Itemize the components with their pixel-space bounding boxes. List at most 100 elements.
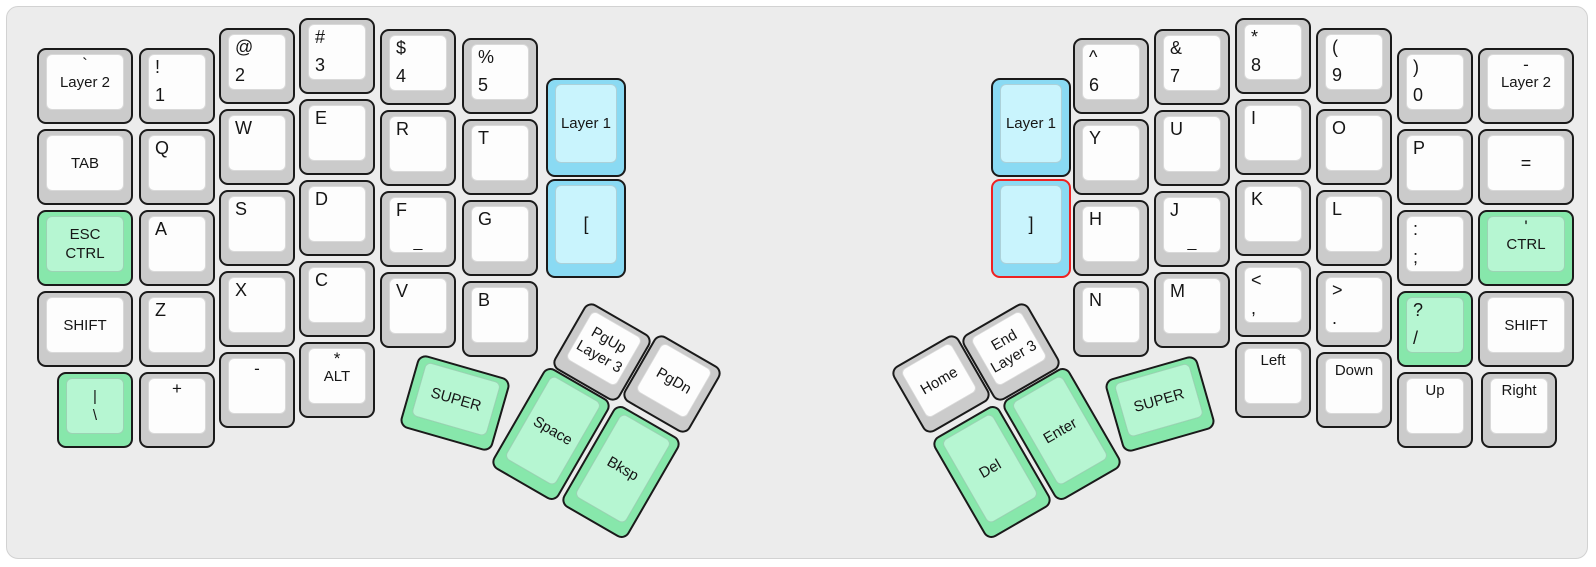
keycap: W [228, 115, 286, 171]
key-layer1-right[interactable]: Layer 1 [991, 78, 1071, 177]
key-e[interactable]: E [299, 99, 375, 175]
keycap: L [1325, 196, 1383, 252]
key-t[interactable]: T [462, 119, 538, 195]
keycap: Layer 1 [555, 84, 617, 163]
keycap: Down [1325, 358, 1383, 414]
key-z[interactable]: Z [139, 291, 215, 367]
keycap: G [471, 206, 529, 262]
legend-tcs: * [333, 349, 341, 368]
legend-tl: Z [155, 300, 166, 320]
key-arrow-down[interactable]: Down [1316, 352, 1392, 428]
legend-tl: E [315, 108, 328, 128]
key-lparen-9[interactable]: (9 [1316, 28, 1392, 104]
key-quote-ctrl[interactable]: 'CTRL [1478, 210, 1574, 286]
key-dollar-4[interactable]: $4 [380, 29, 456, 105]
legend-tl: Q [155, 138, 170, 158]
key-n[interactable]: N [1073, 281, 1149, 357]
key-pipe-backslash[interactable]: |\ [57, 372, 133, 448]
keycap: #3 [308, 24, 366, 80]
key-w[interactable]: W [219, 109, 295, 185]
key-shift-right[interactable]: SHIFT [1478, 291, 1574, 367]
legend-tcs: ' [1524, 217, 1528, 236]
legend-tc: Down [1334, 362, 1374, 379]
key-hash-3[interactable]: #3 [299, 18, 375, 94]
key-minus[interactable]: - [219, 352, 295, 428]
key-lt-comma[interactable]: <, [1235, 261, 1311, 337]
key-b[interactable]: B [462, 281, 538, 357]
keycap: Right [1490, 378, 1548, 434]
keycap: SHIFT [46, 297, 124, 353]
key-s[interactable]: S [219, 190, 295, 266]
legend-tl: > [1332, 280, 1343, 300]
legend-tl: ! [155, 57, 161, 77]
key-grave-layer2[interactable]: `Layer 2 [37, 48, 133, 124]
legend-bl: ; [1413, 247, 1419, 267]
legend-line: TAB [70, 154, 100, 172]
legend-tl: Y [1089, 128, 1102, 148]
key-percent-5[interactable]: %5 [462, 38, 538, 114]
keycap: Up [1406, 378, 1464, 434]
key-plus[interactable]: + [139, 372, 215, 448]
keycap: F_ [389, 197, 447, 253]
legend-line: Layer 1 [1005, 115, 1057, 132]
key-star-alt[interactable]: *ALT [299, 342, 375, 418]
legend-line: \ [92, 407, 98, 424]
key-arrow-right[interactable]: Right [1481, 372, 1557, 448]
keycap: C [308, 267, 366, 323]
key-p[interactable]: P [1397, 129, 1473, 205]
key-rparen-0[interactable]: )0 [1397, 48, 1473, 124]
key-i[interactable]: I [1235, 99, 1311, 175]
key-r[interactable]: R [380, 110, 456, 186]
key-a[interactable]: A [139, 210, 215, 286]
key-o[interactable]: O [1316, 109, 1392, 185]
key-m[interactable]: M [1154, 272, 1230, 348]
legend-bl: . [1332, 308, 1338, 328]
key-c[interactable]: C [299, 261, 375, 337]
legend-bl: 3 [315, 55, 326, 75]
keycap: B [471, 287, 529, 343]
keycap: !1 [148, 54, 206, 110]
key-q[interactable]: Q [139, 129, 215, 205]
legend-tl: ^ [1089, 47, 1098, 67]
key-caret-6[interactable]: ^6 [1073, 38, 1149, 114]
keycap: SHIFT [1487, 297, 1565, 353]
legend-tl: O [1332, 118, 1347, 138]
key-exclam-1[interactable]: !1 [139, 48, 215, 124]
legend-line: PgDn [653, 363, 695, 398]
key-layer1-left[interactable]: Layer 1 [546, 78, 626, 177]
key-star-8[interactable]: *8 [1235, 18, 1311, 94]
legend-tl: ) [1413, 57, 1419, 77]
key-arrow-up[interactable]: Up [1397, 372, 1473, 448]
key-tab[interactable]: TAB [37, 129, 133, 205]
keycap: = [1487, 135, 1565, 191]
key-l[interactable]: L [1316, 190, 1392, 266]
key-d[interactable]: D [299, 180, 375, 256]
key-j[interactable]: J_ [1154, 191, 1230, 267]
key-f[interactable]: F_ [380, 191, 456, 267]
key-equals[interactable]: = [1478, 129, 1574, 205]
key-v[interactable]: V [380, 272, 456, 348]
legend-homing: _ [1187, 234, 1197, 251]
key-y[interactable]: Y [1073, 119, 1149, 195]
key-h[interactable]: H [1073, 200, 1149, 276]
key-amp-7[interactable]: &7 [1154, 29, 1230, 105]
key-g[interactable]: G [462, 200, 538, 276]
key-at-2[interactable]: @2 [219, 28, 295, 104]
key-right-bracket[interactable]: ] [991, 179, 1071, 278]
key-colon-semicolon[interactable]: :; [1397, 210, 1473, 286]
legend-tc: Right [1501, 382, 1537, 399]
key-x[interactable]: X [219, 271, 295, 347]
legend-line: CTRL [1506, 235, 1546, 253]
key-k[interactable]: K [1235, 180, 1311, 256]
key-question-slash[interactable]: ?/ [1397, 291, 1473, 367]
key-dash-layer2[interactable]: -Layer 2 [1478, 48, 1574, 124]
key-arrow-left[interactable]: Left [1235, 342, 1311, 418]
key-gt-period[interactable]: >. [1316, 271, 1392, 347]
key-u[interactable]: U [1154, 110, 1230, 186]
legend-line: SHIFT [1504, 316, 1548, 334]
key-shift-left[interactable]: SHIFT [37, 291, 133, 367]
key-left-bracket[interactable]: [ [546, 179, 626, 278]
legend-line: SHIFT [63, 316, 107, 334]
legend-tl: T [478, 128, 489, 148]
